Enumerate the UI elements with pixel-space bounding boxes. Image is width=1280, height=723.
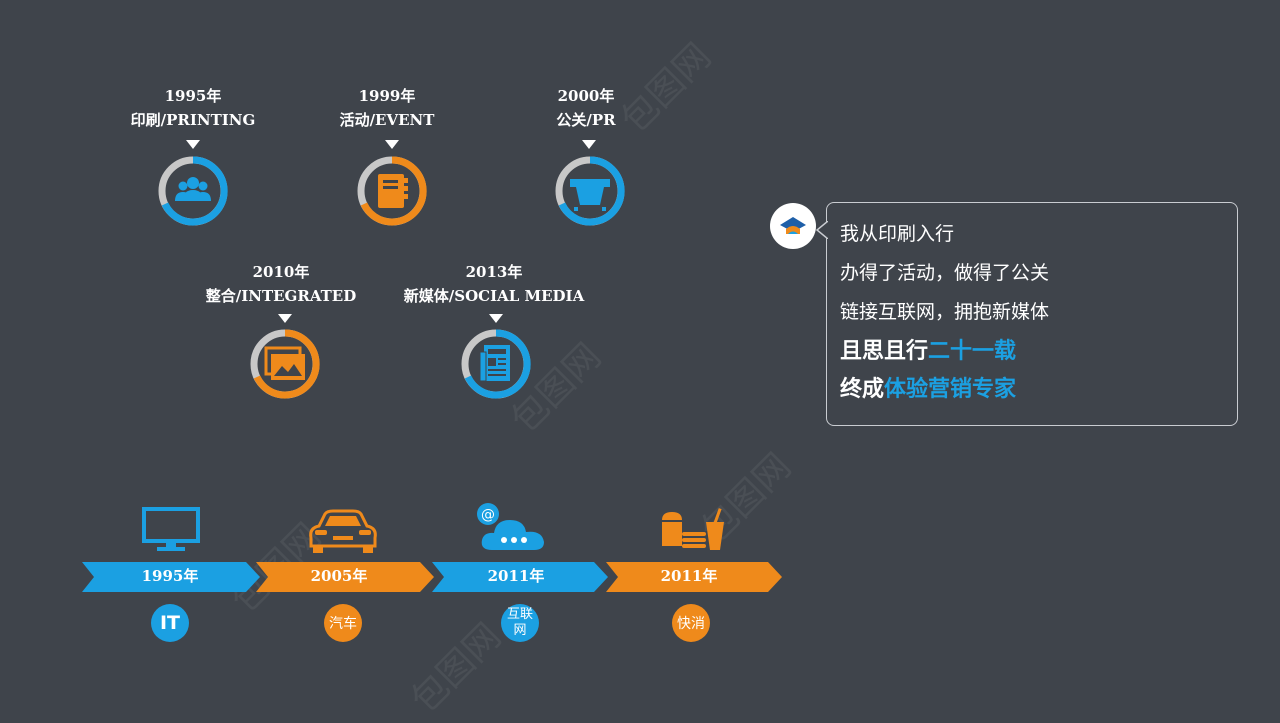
timeline-year-3: 2011年 <box>487 567 545 585</box>
milestone-label: 2010年 整合/INTEGRATED <box>191 260 371 308</box>
pointer-triangle-icon <box>278 314 292 323</box>
monitor-icon <box>142 507 200 551</box>
category-badge-fmcg: 快消 <box>672 604 710 642</box>
car-icon <box>309 509 377 553</box>
milestone-year: 2010年 <box>252 263 310 281</box>
milestone-year: 2000年 <box>557 87 615 105</box>
fast-food-icon <box>662 508 724 550</box>
newspaper-icon <box>461 329 531 399</box>
timeline-year-4: 2011年 <box>660 567 718 585</box>
milestone-title: 印刷/PRINTING <box>130 111 256 129</box>
milestone-title: 整合/INTEGRATED <box>205 287 357 305</box>
bubble-line-5-highlight: 体验营销专家 <box>884 377 1017 402</box>
bubble-line-5-lead: 终成 <box>840 377 885 402</box>
speech-bubble-box <box>826 202 1238 426</box>
milestone-title: 活动/EVENT <box>339 111 435 129</box>
pointer-triangle-icon <box>582 140 596 149</box>
notebook-icon <box>357 156 427 226</box>
bubble-line-1: 我从印刷入行 <box>840 223 955 245</box>
pointer-triangle-icon <box>186 140 200 149</box>
pointer-triangle-icon <box>385 140 399 149</box>
milestone-label: 2000年 公关/PR <box>496 84 676 132</box>
milestone-label: 1995年 印刷/PRINTING <box>103 84 283 132</box>
svg-text:@: @ <box>481 507 495 523</box>
bubble-line-4: 且思且行二十一载 <box>840 333 1016 365</box>
timeline-arrow-band <box>82 562 782 592</box>
milestone-label: 1999年 活动/EVENT <box>297 84 477 132</box>
category-badge-internet: 互联网 <box>501 604 539 642</box>
people-group-icon <box>158 156 228 226</box>
bubble-tail <box>816 221 828 239</box>
graduation-cap-icon <box>770 203 816 249</box>
category-badge-it: IT <box>151 604 189 642</box>
milestone-year: 1995年 <box>164 87 222 105</box>
milestone-year: 1999年 <box>358 87 416 105</box>
bubble-line-5: 终成体验营销专家 <box>840 371 1016 403</box>
milestone-label: 2013年 新媒体/SOCIAL MEDIA <box>394 260 594 308</box>
gallery-icon <box>250 329 320 399</box>
milestone-title: 公关/PR <box>556 111 616 129</box>
cloud-chat-icon: @ <box>477 503 544 550</box>
milestone-title: 新媒体/SOCIAL MEDIA <box>403 287 585 305</box>
bubble-line-3: 链接互联网，拥抱新媒体 <box>840 301 1050 323</box>
pointer-triangle-icon <box>489 314 503 323</box>
timeline-year-2: 2005年 <box>310 567 368 585</box>
bubble-line-4-lead: 且思且行 <box>840 339 929 364</box>
category-badge-auto: 汽车 <box>324 604 362 642</box>
bubble-line-2: 办得了活动，做得了公关 <box>840 262 1050 284</box>
timeline-year-1: 1995年 <box>141 567 199 585</box>
bubble-line-4-highlight: 二十一载 <box>928 339 1017 364</box>
milestone-year: 2013年 <box>465 263 523 281</box>
printer-icon <box>555 156 625 226</box>
